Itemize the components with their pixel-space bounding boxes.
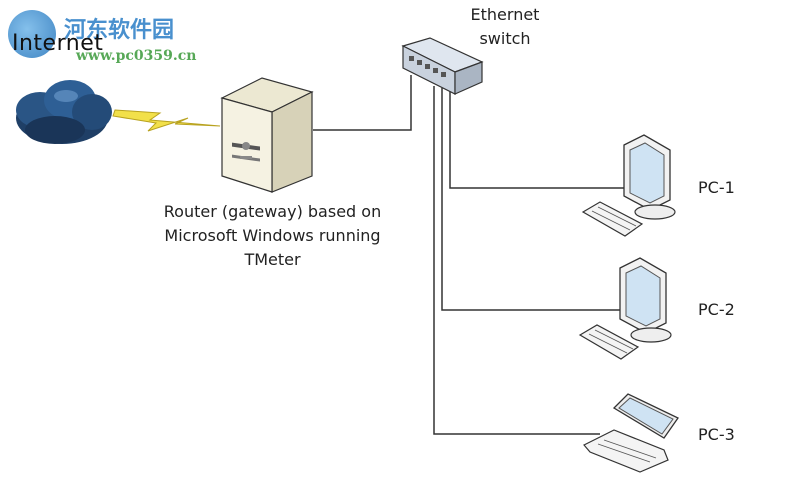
router-label: Router (gateway) based on Microsoft Wind…	[135, 200, 410, 272]
watermark-url: www.pc0359.cn	[76, 48, 197, 64]
site-watermark: 河东软件园 www.pc0359.cn	[8, 10, 208, 65]
ethernet-switch-icon	[401, 37, 484, 95]
lightning-bolt-icon	[112, 109, 221, 132]
pc3-label: PC-3	[698, 425, 735, 444]
switch-pc2-link	[441, 88, 620, 311]
watermark-title: 河东软件园	[64, 17, 175, 43]
router-label-line2: Microsoft Windows running	[164, 226, 381, 245]
server-tower-icon	[220, 77, 314, 193]
internet-label: Internet	[12, 31, 104, 56]
pc2-label: PC-2	[698, 300, 735, 319]
watermark-logo-icon	[8, 10, 56, 58]
router-label-line3: TMeter	[244, 250, 301, 269]
router-label-line1: Router (gateway) based on	[163, 202, 382, 221]
cloud-icon	[16, 80, 112, 144]
switch-pc3-link	[433, 86, 600, 435]
switch-pc1-link	[449, 90, 625, 189]
connection-lines	[313, 75, 625, 435]
switch-label: Ethernet switch	[440, 3, 570, 51]
switch-label-line1: Ethernet	[470, 5, 540, 24]
router-switch-link	[313, 75, 412, 131]
pc3-laptop-icon	[583, 393, 679, 473]
pc1-label: PC-1	[698, 178, 735, 197]
pc2-desktop-icon	[578, 257, 672, 360]
switch-label-line2: switch	[479, 29, 531, 48]
pc1-desktop-icon	[581, 134, 676, 237]
